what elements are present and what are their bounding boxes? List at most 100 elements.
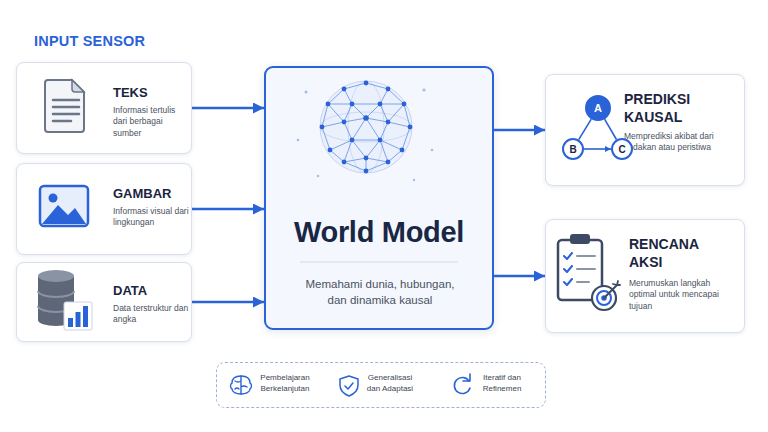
globe-illustration [322, 83, 410, 171]
globe-illustration [317, 175, 319, 177]
brain-icon [231, 376, 252, 394]
document-icon [53, 100, 79, 121]
flow-arrow [192, 208, 264, 211]
clipboard-icon [570, 234, 590, 244]
globe-illustration [305, 91, 308, 94]
globe-illustration [408, 125, 413, 130]
divider-line [300, 261, 458, 262]
globe-illustration [378, 138, 383, 143]
globe-illustration [297, 81, 434, 182]
causal-circle: B [562, 138, 584, 160]
card-heading: PREDIKSI KAUSAL [624, 91, 734, 126]
database-icon [38, 270, 74, 282]
causal-circle: A [585, 95, 611, 121]
image-icon [40, 186, 88, 226]
document-icon [45, 80, 84, 132]
clipboard-icon [597, 291, 611, 305]
globe-illustration [320, 112, 412, 142]
card-description: Merumuskan langkah optimal untuk mencapa… [629, 278, 737, 312]
globe-illustration [342, 160, 347, 165]
shield-icon [345, 383, 353, 389]
flow-arrow [494, 275, 545, 278]
circle-letter: A [587, 97, 609, 119]
card-heading: TEKS [113, 85, 189, 102]
input-card: GAMBAR Informasi visual dari lingkungan [16, 163, 192, 255]
globe-illustration [350, 138, 355, 143]
globe-illustration [326, 102, 331, 107]
globe-illustration [413, 179, 415, 181]
database-icon [38, 276, 74, 326]
causal-circle: C [611, 138, 633, 160]
world-model-box: World ModelMemahami dunia, hubungan, dan… [264, 66, 494, 330]
clipboard-icon [604, 285, 617, 298]
causal-link [584, 148, 611, 150]
globe-illustration [402, 102, 407, 107]
feature-label: Pembelajaran Berkelanjutan [253, 373, 317, 395]
globe-illustration [423, 89, 426, 92]
database-icon [68, 318, 73, 327]
globe-illustration [364, 169, 369, 174]
database-icon [64, 302, 92, 330]
database-icon [38, 270, 92, 330]
input-card: TEKS Informasi tertulis dari berbagai sum… [16, 62, 192, 154]
database-icon [76, 312, 81, 327]
document-icon [72, 80, 84, 92]
globe-illustration [378, 102, 383, 107]
flow-arrow [192, 107, 264, 110]
card-description: Informasi tertulis dari berbagai sumber [113, 105, 189, 139]
clipboard-icon [601, 295, 607, 301]
feature-label: Generalisasi dan Adaptasi [361, 373, 419, 395]
feature-band: Pembelajaran Berkelanjutan Generalisasi d… [216, 362, 546, 408]
causal-link [605, 119, 617, 139]
refresh-icon [454, 374, 470, 394]
globe-illustration [342, 120, 347, 125]
clipboard-icon [592, 286, 616, 310]
globe-illustration [400, 148, 405, 153]
card-heading: DATA [113, 283, 189, 300]
globe-illustration [363, 115, 369, 121]
model-description: Memahami dunia, hubungan, dan dinamika k… [298, 276, 462, 308]
section-title: INPUT SENSOR [34, 33, 145, 49]
brain-icon [231, 376, 252, 394]
globe-illustration [431, 149, 434, 152]
globe-illustration [320, 81, 413, 174]
flow-arrow [192, 301, 264, 304]
globe-illustration [342, 87, 347, 92]
image-icon [49, 194, 58, 203]
clipboard-icon [558, 240, 602, 300]
globe-illustration [348, 81, 384, 173]
shield-icon [340, 376, 358, 396]
card-description: Data terstruktur dan angka [113, 303, 189, 326]
globe-illustration [364, 81, 369, 86]
globe-illustration [297, 89, 434, 182]
document-icon [45, 80, 84, 132]
circle-letter: C [613, 140, 631, 158]
card-heading: RENCANA AKSI [629, 236, 719, 271]
card-description: Informasi visual dari lingkungan [113, 206, 189, 229]
shield-icon [340, 376, 358, 396]
globe-illustration [364, 156, 369, 161]
card-heading: GAMBAR [113, 186, 189, 203]
globe-illustration [328, 148, 333, 153]
causal-link [579, 119, 592, 140]
card-description: Memprediksi akibat dari tindakan atau pe… [624, 131, 736, 154]
clipboard-icon [613, 281, 620, 285]
database-icon [83, 306, 88, 327]
output-card: RENCANA AKSI Merumuskan langkah optimal u… [545, 219, 745, 333]
globe-illustration [386, 120, 391, 125]
globe-illustration [320, 81, 412, 173]
globe-illustration [297, 139, 300, 142]
flow-arrow [494, 129, 545, 132]
model-title: World Model [266, 214, 492, 252]
clipboard-icon [564, 253, 572, 285]
refresh-icon [454, 378, 470, 394]
refresh-icon [463, 374, 470, 381]
globe-illustration [386, 160, 391, 165]
input-card: DATA Data terstruktur dan angka [16, 262, 192, 342]
feature-label: Iteratif dan Refinemen [475, 373, 529, 395]
output-card: PREDIKSI KAUSAL Memprediksi akibat dari t… [545, 74, 745, 186]
image-icon [40, 186, 88, 226]
globe-illustration [350, 102, 355, 107]
